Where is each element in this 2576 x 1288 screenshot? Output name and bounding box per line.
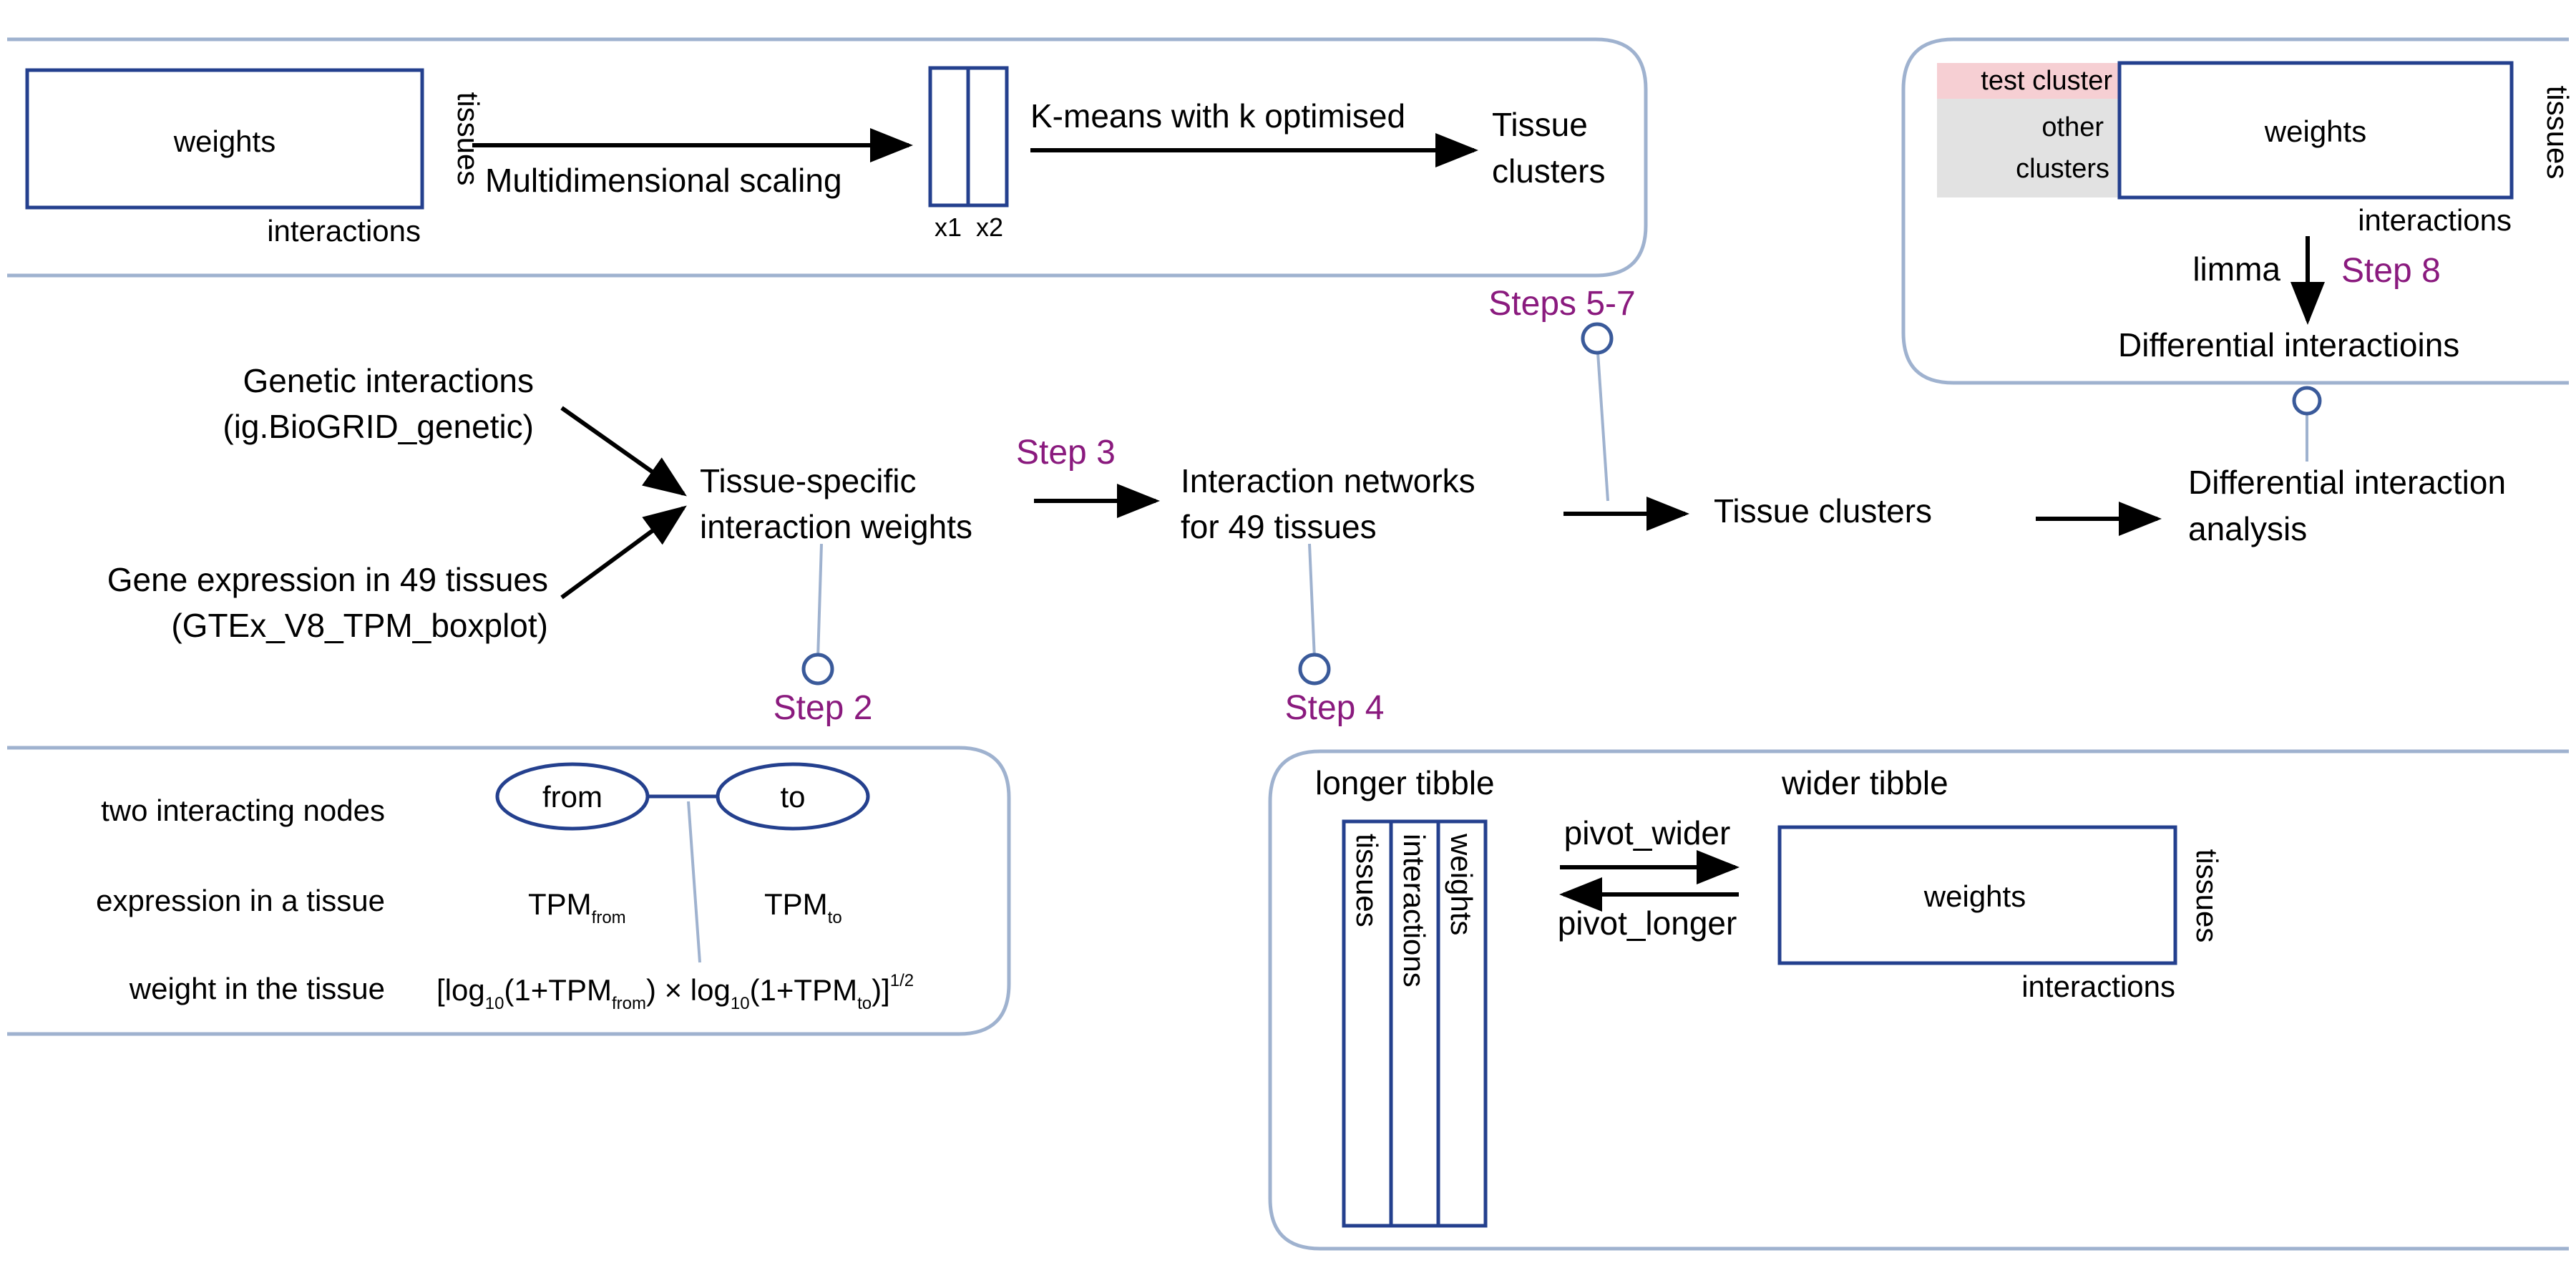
from-node <box>495 762 650 831</box>
limma-label: limma <box>2192 250 2280 288</box>
column-interactions-label: interactions <box>1397 834 1431 987</box>
tpm-to: TPMto <box>764 887 842 927</box>
other-clusters-label-1: other <box>2041 112 2104 142</box>
weights-matrix <box>25 68 424 210</box>
longer-tibble-label: longer tibble <box>1315 764 1495 801</box>
analysis-node-label-2: analysis <box>2188 510 2307 547</box>
test-weights-label: weights <box>2264 114 2366 148</box>
x1-label: x1 <box>935 213 962 242</box>
column-weights-label: weights <box>1445 833 1478 935</box>
weights-node-label-2: interaction weights <box>700 508 972 545</box>
gene-expression-label-1: Gene expression in 49 tissues <box>107 561 548 598</box>
test-interactions-axis-label: interactions <box>2358 203 2512 237</box>
other-clusters-label-2: clusters <box>2016 154 2109 184</box>
step4-label: Step 4 <box>1285 689 1385 727</box>
analysis-node-label-1: Differential interaction <box>2188 464 2506 501</box>
row-weight-label: weight in the tissue <box>129 972 385 1005</box>
weight-formula: [log10(1+TPMfrom) × log10(1+TPMto)]1/2 <box>436 971 914 1013</box>
gene-expression-label-2: (GTEx_V8_TPM_boxplot) <box>171 607 548 644</box>
weights-node-label-1: Tissue-specific <box>700 462 916 499</box>
mds-label: Multidimensional scaling <box>485 162 842 199</box>
edge-pointer <box>687 801 701 963</box>
weight-calculation-panel: two interacting nodes expression in a ti… <box>7 746 1011 1036</box>
column-tissues-label: tissues <box>1350 834 1384 927</box>
other-clusters-band <box>1937 99 2119 197</box>
test-weights-matrix <box>2117 61 2514 200</box>
differential-panel-border <box>1901 37 2569 385</box>
wider-interactions-axis-label: interactions <box>2021 970 2175 1003</box>
wider-tibble-matrix <box>1777 825 2177 965</box>
reshape-panel: longer tibble wider tibble tissues inter… <box>1268 749 2569 1251</box>
pivot-longer-label: pivot_longer <box>1558 904 1737 942</box>
genetic-to-weights-arrow <box>560 406 687 497</box>
step57-connector-node <box>1581 322 1614 355</box>
x2-label: x2 <box>976 213 1003 242</box>
main-flow: Genetic interactions (ig.BioGRID_genetic… <box>107 285 2506 727</box>
weights-matrix-label: weights <box>173 125 275 158</box>
wider-weights-label: weights <box>1923 879 2026 913</box>
step2-connector <box>816 543 823 659</box>
tissue-clusters-node-label: Tissue clusters <box>1714 492 1932 530</box>
tissue-clusters-label-1: Tissue <box>1492 106 1588 143</box>
wider-tissues-axis-label: tissues <box>2190 849 2224 943</box>
test-tissues-axis-label: tissues <box>2541 86 2575 180</box>
clustering-panel-border <box>7 37 1648 278</box>
step4-connector <box>1308 543 1316 659</box>
networks-node-label-1: Interaction networks <box>1181 462 1475 499</box>
to-node <box>716 762 870 831</box>
row-expression-label: expression in a tissue <box>96 884 385 917</box>
pivot-wider-label: pivot_wider <box>1564 814 1731 852</box>
test-cluster-band <box>1937 63 2119 99</box>
tissues-axis-label: tissues <box>452 92 485 186</box>
tpm-from: TPMfrom <box>528 887 626 927</box>
step3-label: Step 3 <box>1016 434 1116 472</box>
step2-connector-node <box>801 653 834 686</box>
genetic-interactions-label-1: Genetic interactions <box>243 362 534 399</box>
test-cluster-label: test cluster <box>1981 66 2112 96</box>
reshape-panel-border <box>1268 749 2569 1251</box>
step57-connector <box>1596 341 1609 502</box>
differential-interactions-label: Differential interactioins <box>2118 326 2459 364</box>
steps57-label: Steps 5-7 <box>1488 285 1635 323</box>
step8-connector-node <box>2292 386 2322 416</box>
clustering-panel: weights tissues interactions Multidimens… <box>7 37 1648 278</box>
kmeans-label: K-means with k optimised <box>1030 97 1405 135</box>
step8-label: Step 8 <box>2341 252 2441 290</box>
wider-tibble-label: wider tibble <box>1781 764 1948 801</box>
longer-tibble-table <box>1342 819 1488 1228</box>
interactions-axis-label: interactions <box>267 214 421 248</box>
step4-connector-node <box>1298 653 1331 686</box>
weight-calculation-panel-border <box>7 746 1011 1036</box>
differential-panel: test cluster other clusters weights tiss… <box>1901 37 2575 385</box>
expression-to-weights-arrow <box>560 505 687 600</box>
row-nodes-label: two interacting nodes <box>101 794 385 827</box>
from-node-label: from <box>542 780 602 814</box>
to-node-label: to <box>780 780 805 814</box>
genetic-interactions-label-2: (ig.BioGRID_genetic) <box>223 408 534 445</box>
networks-node-label-2: for 49 tissues <box>1181 508 1377 545</box>
tissue-clusters-label-2: clusters <box>1492 152 1605 190</box>
step2-label: Step 2 <box>774 689 873 727</box>
